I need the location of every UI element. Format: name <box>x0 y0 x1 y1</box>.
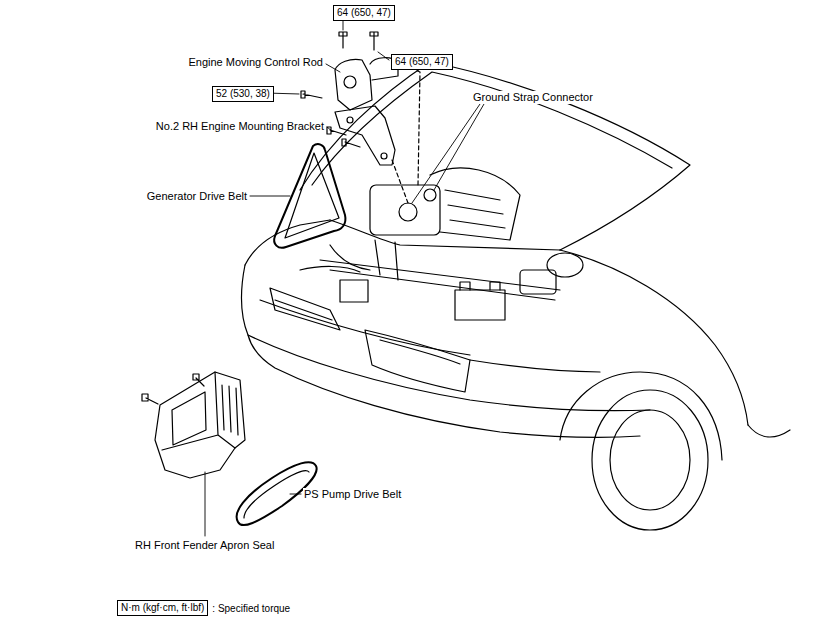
bolt <box>301 91 322 98</box>
hood <box>300 62 690 250</box>
part-label: PS Pump Drive Belt <box>303 488 402 501</box>
left-fender <box>245 220 330 265</box>
leader-line <box>378 52 389 60</box>
wheel-arch <box>560 372 722 460</box>
battery <box>455 290 505 320</box>
leader-line <box>290 494 301 495</box>
body-side <box>748 425 790 437</box>
alignment-line <box>392 160 408 203</box>
torque-value: 64 (650, 47) <box>337 7 391 18</box>
tire <box>592 390 708 530</box>
mounting-bracket <box>335 106 395 165</box>
bolt <box>370 32 378 50</box>
leader-line <box>434 104 484 190</box>
part-label: Generator Drive Belt <box>146 190 248 203</box>
unit-box: N·m (kgf·cm, ft·lbf) <box>117 600 208 616</box>
apron-seal-panel <box>172 392 206 445</box>
bolt <box>339 32 347 48</box>
alignment-line <box>398 62 420 185</box>
bolt <box>193 374 204 386</box>
hoses <box>300 245 370 272</box>
ground-strap-point <box>424 189 436 201</box>
headlight <box>365 330 470 392</box>
grille-top <box>260 300 470 355</box>
grille-bar <box>275 300 332 320</box>
coolant-tank <box>340 280 368 302</box>
part-label: No.2 RH Engine Mounting Bracket <box>155 120 325 133</box>
apron-seal <box>155 372 245 478</box>
battery-terminals <box>460 282 500 290</box>
mount-bushing <box>399 203 417 221</box>
leader-line <box>412 104 480 203</box>
bolt <box>342 139 360 147</box>
leader-line <box>250 196 290 197</box>
reservoir <box>547 253 583 277</box>
torque-box: 52 (530, 38) <box>212 86 274 102</box>
bolt <box>327 127 346 135</box>
bolt-hole <box>347 117 353 123</box>
radiator-support <box>330 220 560 250</box>
belt-inner <box>244 471 309 518</box>
intake <box>430 168 520 240</box>
engine-block <box>370 185 440 235</box>
leader-line <box>343 20 344 30</box>
bolt-hole <box>381 153 387 159</box>
torque-box: 64 (650, 47) <box>333 5 395 21</box>
apron-seal-edge <box>162 372 235 450</box>
leader-line <box>326 64 340 72</box>
unit-text: N·m (kgf·cm, ft·lbf) <box>121 602 204 613</box>
hood-inner <box>312 72 672 185</box>
wheel <box>610 410 690 510</box>
right-fender <box>560 250 748 425</box>
part-label: RH Front Fender Apron Seal <box>134 539 275 552</box>
part-label: : Specified torque <box>211 602 291 615</box>
fuse-box <box>520 270 556 294</box>
torque-value: 64 (650, 47) <box>395 56 449 67</box>
leader-line <box>327 127 332 131</box>
bolt <box>142 394 158 404</box>
torque-value: 52 (530, 38) <box>216 88 270 99</box>
rod-eye <box>344 76 356 88</box>
leader-line <box>205 472 206 536</box>
part-label: Ground Strap Connector <box>472 91 594 104</box>
apron-seal-ribs <box>222 385 238 435</box>
grille <box>270 288 340 330</box>
part-label: Engine Moving Control Rod <box>187 56 324 69</box>
headlight-line <box>380 340 460 364</box>
intake-runners <box>445 190 505 228</box>
torque-box: 64 (650, 47) <box>391 54 453 70</box>
engine-moving-control-rod <box>335 59 372 110</box>
belt-inner <box>285 153 339 238</box>
pipes <box>375 240 398 280</box>
fender-line <box>470 360 600 372</box>
